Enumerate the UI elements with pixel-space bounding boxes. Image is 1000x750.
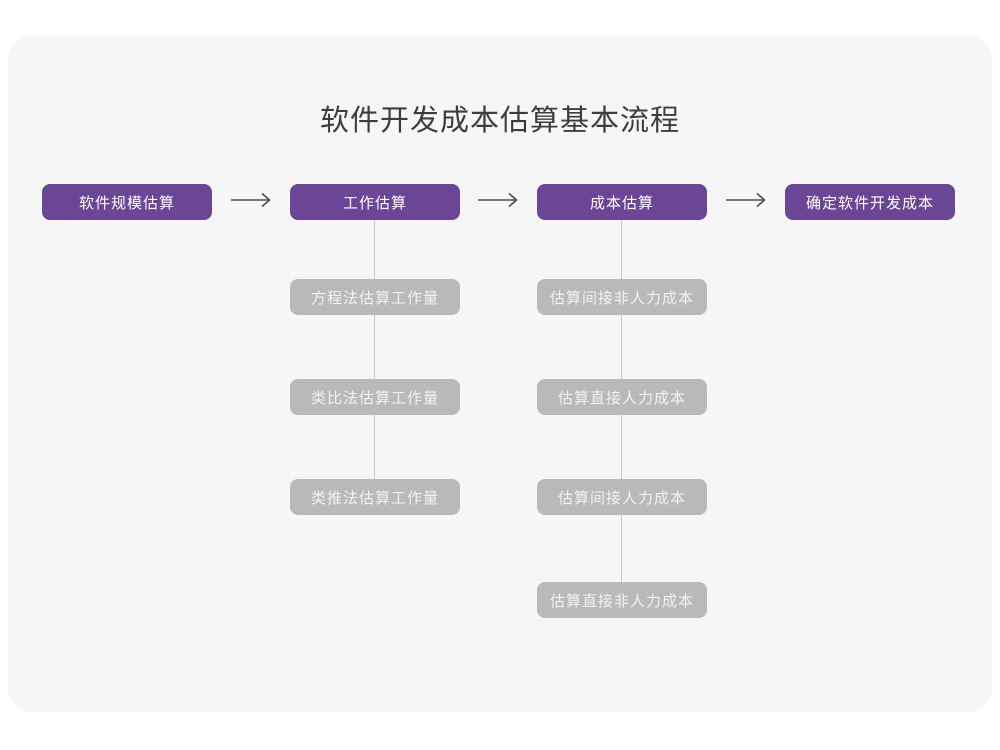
- sub-node-equation-method: 方程法估算工作量: [290, 279, 460, 315]
- flow-node-label: 成本估算: [589, 193, 654, 212]
- sub-node-analogy-method: 类比法估算工作量: [290, 379, 460, 415]
- flow-node-label: 软件规模估算: [78, 193, 175, 212]
- arrow-right-icon: [478, 192, 518, 208]
- sub-node-direct-labor-cost: 估算直接人力成本: [537, 379, 707, 415]
- work-column-connector-line: [374, 220, 375, 497]
- arrow-right-icon: [726, 192, 766, 208]
- flow-node-work-estimation: 工作估算: [290, 184, 460, 220]
- flow-node-cost-estimation: 成本估算: [537, 184, 707, 220]
- sub-node-indirect-labor-cost: 估算间接人力成本: [537, 479, 707, 515]
- diagram-card: [8, 36, 992, 712]
- sub-node-direct-non-labor-cost: 估算直接非人力成本: [537, 582, 707, 618]
- diagram-title: 软件开发成本估算基本流程: [319, 103, 680, 137]
- flow-node-determine-development-cost: 确定软件开发成本: [785, 184, 955, 220]
- sub-node-indirect-non-labor-cost: 估算间接非人力成本: [537, 279, 707, 315]
- sub-node-label: 估算直接非人力成本: [549, 591, 694, 610]
- sub-node-label: 估算间接非人力成本: [549, 288, 694, 307]
- sub-node-label: 类推法估算工作量: [310, 488, 439, 507]
- arrow-right-icon: [231, 192, 271, 208]
- sub-node-extrapolation-method: 类推法估算工作量: [290, 479, 460, 515]
- flow-node-software-scale-estimation: 软件规模估算: [42, 184, 212, 220]
- sub-node-label: 估算间接人力成本: [557, 488, 686, 507]
- sub-node-label: 估算直接人力成本: [557, 388, 686, 407]
- flow-node-label: 确定软件开发成本: [805, 193, 934, 212]
- sub-node-label: 类比法估算工作量: [310, 388, 439, 407]
- sub-node-label: 方程法估算工作量: [310, 288, 439, 307]
- flow-node-label: 工作估算: [342, 193, 407, 212]
